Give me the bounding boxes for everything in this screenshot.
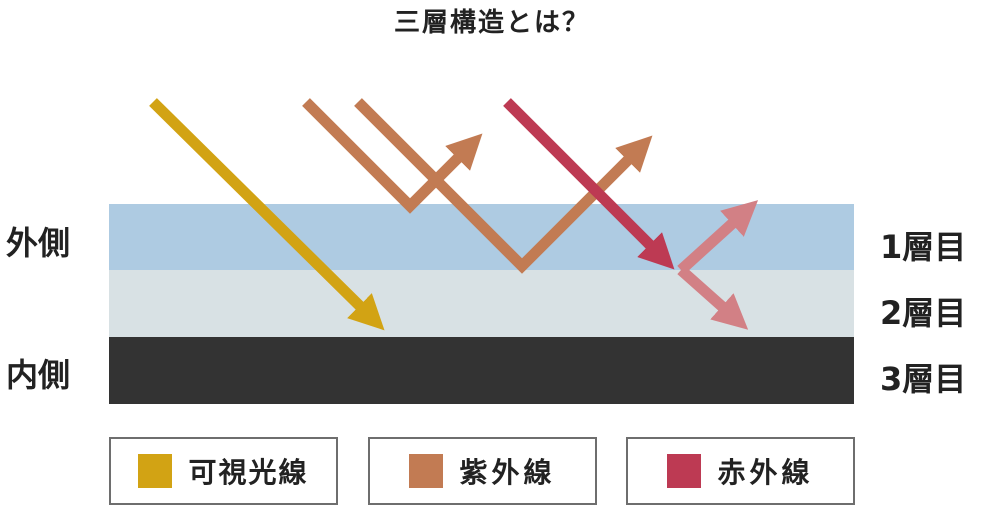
layer-3-band: [109, 337, 854, 404]
infrared-arrow-scattered: [677, 265, 749, 330]
legend-item-infrared: 赤外線: [626, 437, 855, 505]
layer-2-label: 2層目: [880, 294, 967, 332]
outer-side-label: 外側: [6, 224, 71, 262]
uv-arrow-short: [302, 98, 483, 214]
visible-light-arrow: [149, 98, 385, 331]
legend-swatch-infrared: [667, 454, 702, 488]
legend-label-infrared: 赤外線: [717, 456, 814, 489]
layer-1-label: 1層目: [880, 228, 967, 266]
legend-swatch-visible-light: [138, 454, 173, 488]
legend-label-visible-light: 可視光線: [188, 456, 309, 489]
legend-label-uv: 紫外線: [459, 456, 556, 489]
layer-3-label: 3層目: [880, 360, 967, 398]
legend-swatch-uv: [409, 454, 444, 488]
infrared-arrow-incoming: [503, 98, 675, 270]
inner-side-label: 内側: [6, 356, 71, 394]
legend-item-visible-light: 可視光線: [109, 437, 338, 505]
legend-item-uv: 紫外線: [368, 437, 597, 505]
page-title: 三層構造とは？: [393, 8, 590, 38]
layer-2-band: [109, 270, 854, 337]
infrared-arrow-reflected: [677, 200, 759, 275]
uv-arrow-long: [354, 98, 653, 274]
